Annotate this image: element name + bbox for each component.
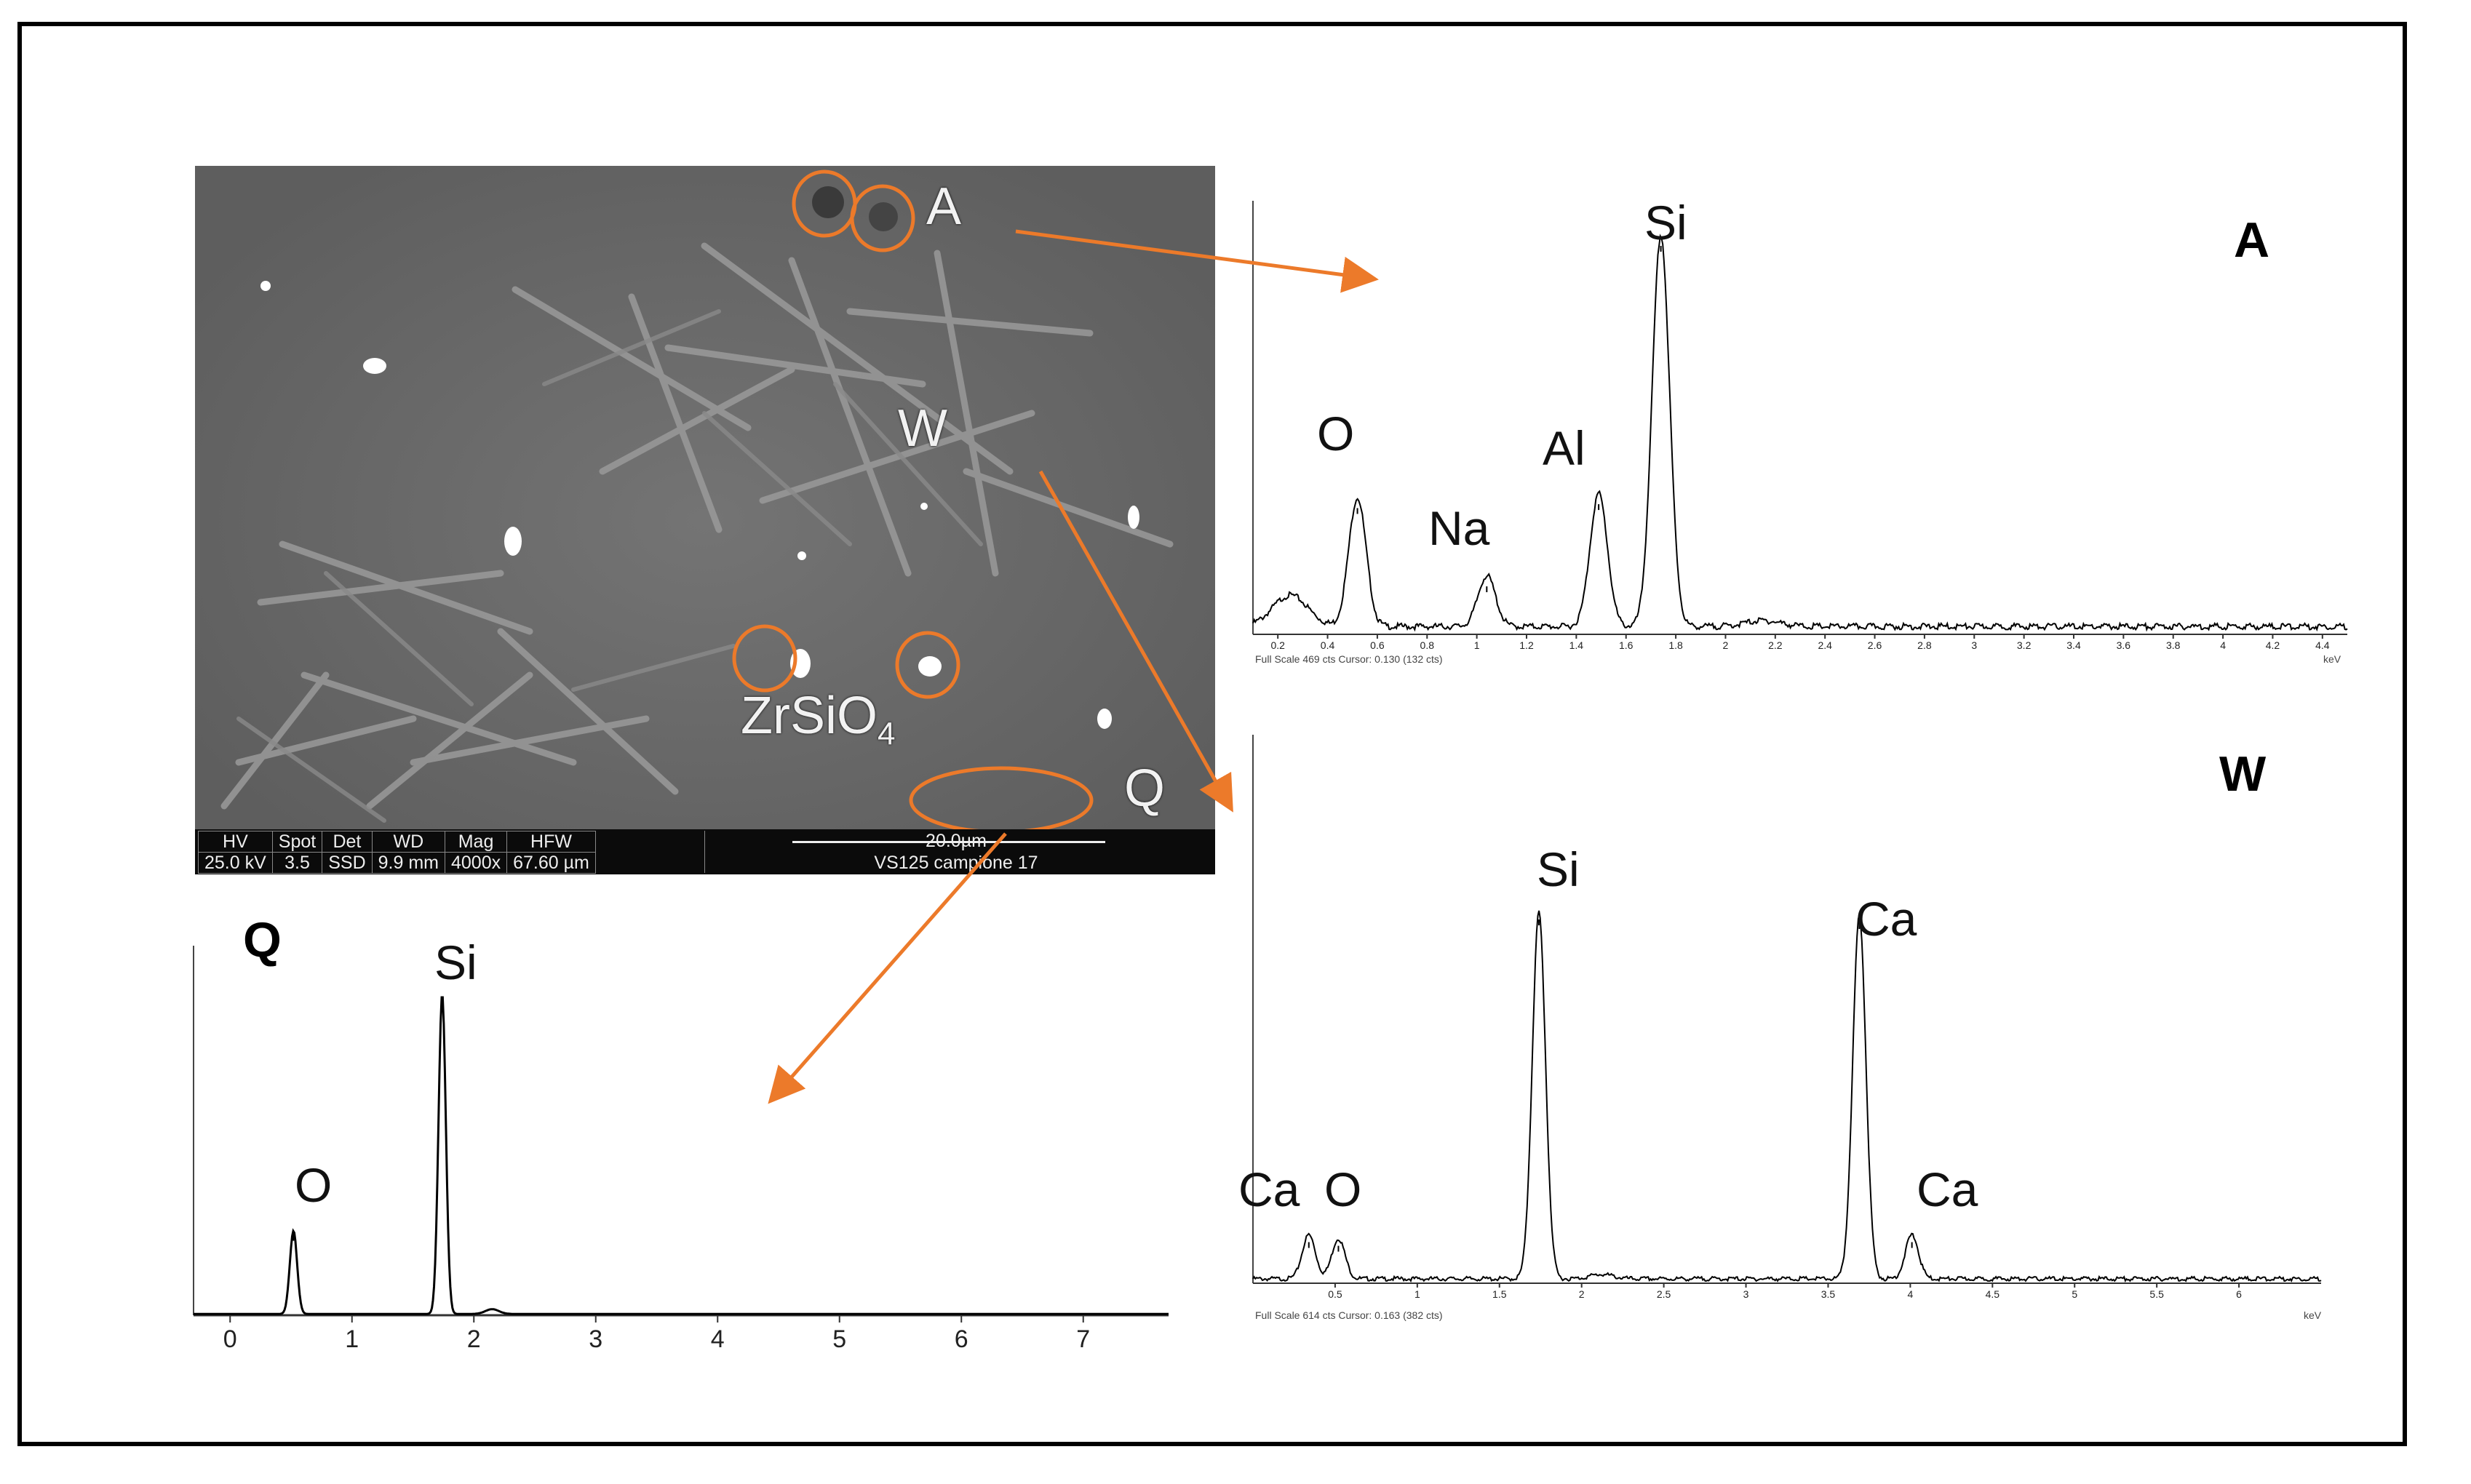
specW-tick-label-0: 0.5	[1328, 1288, 1342, 1300]
specA-tick-label-15: 3.2	[2017, 639, 2032, 651]
spectrum-a-xlabel: keV	[2323, 653, 2341, 665]
databar-header-0: HV	[198, 831, 273, 853]
sem-texture	[195, 166, 1215, 874]
peak-label-a-na: Na	[1428, 501, 1490, 555]
specQ-tick-label-7: 7	[1076, 1325, 1090, 1353]
databar-value-2: SSD	[322, 852, 373, 874]
peak-label-q-o: O	[295, 1158, 333, 1212]
figure-frame	[17, 22, 2407, 1446]
specA-tick-label-17: 3.6	[2117, 639, 2131, 651]
specA-tick-label-5: 1.2	[1519, 639, 1534, 651]
peak-label-w-o: O	[1324, 1162, 1362, 1216]
specA-tick-label-4: 1	[1474, 639, 1480, 651]
specW-tick-label-4: 2.5	[1657, 1288, 1671, 1300]
specW-tick-label-1: 1	[1414, 1288, 1420, 1300]
databar-header-3: WD	[371, 831, 445, 853]
peak-label-a-si: Si	[1644, 196, 1687, 250]
databar-value-3: 9.9 mm	[371, 852, 445, 874]
specW-tick-label-3: 2	[1579, 1288, 1585, 1300]
peak-label-w-ca-3: Ca	[1917, 1162, 1978, 1216]
marker-zircon-2	[895, 631, 960, 699]
specA-tick-label-20: 4.2	[2266, 639, 2280, 651]
specW-tick-label-5: 3	[1743, 1288, 1749, 1300]
specA-tick-label-1: 0.4	[1321, 639, 1335, 651]
spectrum-q-title: Q	[243, 912, 282, 968]
specQ-tick-label-5: 5	[832, 1325, 846, 1353]
specQ-trace	[194, 996, 1169, 1315]
specA-tick-label-9: 2	[1723, 639, 1729, 651]
specA-tick-label-7: 1.6	[1619, 639, 1634, 651]
marker-a-2	[850, 184, 915, 252]
spectrum-w-title: W	[2219, 746, 2267, 802]
specA-tick-label-3: 0.8	[1420, 639, 1435, 651]
specQ-tick-label-1: 1	[345, 1325, 359, 1353]
specW-tick-label-11: 6	[2236, 1288, 2242, 1300]
specA-tick-label-13: 2.8	[1917, 639, 1932, 651]
specA-tick-label-11: 2.4	[1818, 639, 1832, 651]
databar-value-4: 4000x	[444, 852, 508, 874]
specA-tick-label-19: 4	[2220, 639, 2226, 651]
specW-tick-label-7: 4	[1907, 1288, 1913, 1300]
sem-label-w: W	[898, 399, 947, 458]
specW-tick-label-8: 4.5	[1986, 1288, 2000, 1300]
specA-tick-label-6: 1.4	[1569, 639, 1584, 651]
sem-label-zircon: ZrSiO4	[741, 687, 896, 752]
specQ-tick-label-2: 2	[467, 1325, 481, 1353]
specW-tick-label-10: 5.5	[2149, 1288, 2164, 1300]
databar-header-1: Spot	[271, 831, 323, 853]
peak-label-a-al: Al	[1543, 421, 1585, 475]
specQ-tick-label-0: 0	[223, 1325, 237, 1353]
specA-tick-label-14: 3	[1971, 639, 1977, 651]
specW-tick-label-9: 5	[2072, 1288, 2077, 1300]
specQ-tick-label-6: 6	[955, 1325, 968, 1353]
spectrum-a-footer: Full Scale 469 cts Cursor: 0.130 (132 ct…	[1255, 653, 1443, 665]
specA-trace	[1252, 234, 2348, 632]
specQ-tick-label-3: 3	[589, 1325, 602, 1353]
specA-tick-label-12: 2.6	[1868, 639, 1882, 651]
peak-label-w-ca-1: Ca	[1238, 1162, 1300, 1216]
specA-tick-label-21: 4.4	[2315, 639, 2330, 651]
specA-tick-label-18: 3.8	[2166, 639, 2181, 651]
specQ-tick-label-4: 4	[711, 1325, 725, 1353]
databar-value-0: 25.0 kV	[198, 852, 273, 874]
specA-tick-label-16: 3.4	[2066, 639, 2081, 651]
spectrum-a-title: A	[2234, 212, 2270, 268]
databar-value-5: 67.60 µm	[506, 852, 596, 874]
specA-tick-label-0: 0.2	[1270, 639, 1285, 651]
spectrum-w-xlabel: keV	[2304, 1309, 2322, 1321]
specA-tick-label-2: 0.6	[1370, 639, 1385, 651]
peak-label-w-ca-2: Ca	[1855, 892, 1917, 946]
specA-tick-label-8: 1.8	[1668, 639, 1683, 651]
specA-tick-label-10: 2.2	[1768, 639, 1783, 651]
specW-tick-label-2: 1.5	[1492, 1288, 1507, 1300]
databar-value-1: 3.5	[271, 852, 323, 874]
marker-zircon-1	[732, 624, 797, 693]
peak-label-a-o: O	[1317, 407, 1355, 460]
spectrum-w-footer: Full Scale 614 cts Cursor: 0.163 (382 ct…	[1255, 1309, 1443, 1321]
specW-trace	[1252, 910, 2322, 1283]
sem-label-a: A	[926, 177, 962, 236]
peak-label-w-si: Si	[1537, 842, 1580, 896]
specW-tick-label-6: 3.5	[1821, 1288, 1836, 1300]
databar-header-2: Det	[322, 831, 373, 853]
peak-label-q-si: Si	[434, 936, 477, 989]
